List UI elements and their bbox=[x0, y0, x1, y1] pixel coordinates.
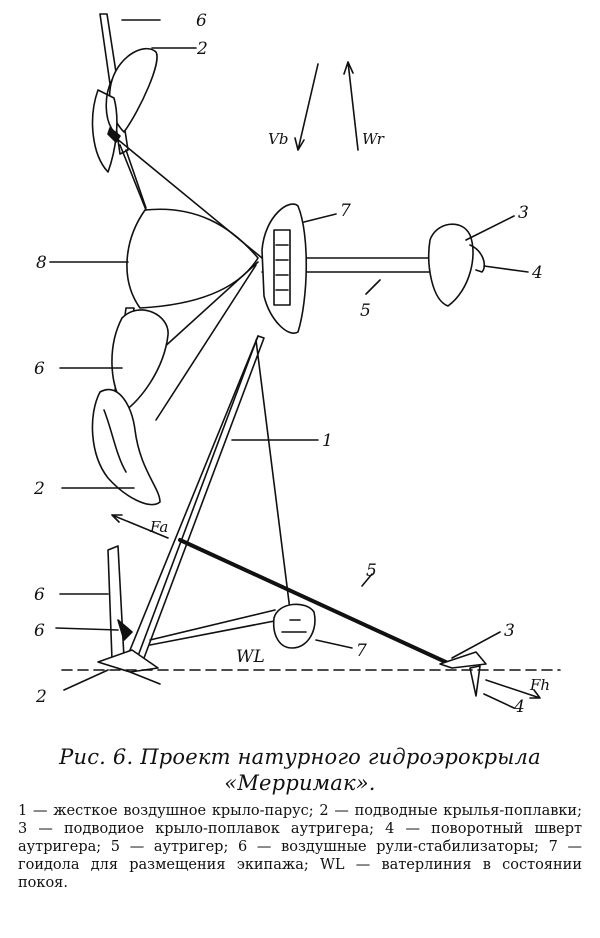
forestay bbox=[255, 339, 291, 611]
outrigger-float-side bbox=[439, 651, 487, 669]
outrigger-float-top bbox=[428, 223, 474, 307]
rigging-top bbox=[115, 137, 263, 421]
caption-legend: 1 — жесткое воздушное крыло-парус; 2 — п… bbox=[18, 803, 582, 891]
side-float-wing bbox=[97, 649, 159, 673]
label-1: 1 bbox=[322, 431, 333, 451]
fh-arrow bbox=[485, 679, 541, 699]
label-2-bot: 2 bbox=[35, 687, 47, 707]
label-4-top: 4 bbox=[531, 263, 543, 283]
side-stabilizer bbox=[107, 545, 125, 661]
label-6-top: 6 bbox=[196, 11, 207, 31]
figure-caption: Рис. 6. Проект натурного гидроэрокрыла «… bbox=[18, 744, 582, 892]
label-vb: Vb bbox=[268, 130, 288, 148]
label-fa: Fa bbox=[149, 518, 168, 536]
mid-float bbox=[111, 309, 169, 411]
central-hull bbox=[126, 208, 259, 309]
hydrofoil-diagram: 6 2 Vb Wr 8 7 3 4 5 6 1 2 Fa 5 6 6 3 WL … bbox=[33, 11, 561, 717]
label-5-top: 5 bbox=[360, 301, 371, 321]
label-wl: WL bbox=[236, 647, 265, 667]
fa-arrow bbox=[111, 514, 169, 539]
lower-float bbox=[91, 389, 161, 506]
label-3-top: 3 bbox=[518, 203, 529, 223]
label-6-bot1: 6 bbox=[34, 585, 45, 605]
label-3-bot: 3 bbox=[504, 621, 515, 641]
vb-arrow bbox=[294, 63, 319, 151]
leaders bbox=[49, 19, 529, 709]
label-wr: Wr bbox=[362, 130, 385, 148]
caption-title: Рис. 6. Проект натурного гидроэрокрыла «… bbox=[59, 745, 541, 795]
label-6-mid: 6 bbox=[34, 359, 45, 379]
label-6-bot2: 6 bbox=[34, 621, 45, 641]
label-8: 8 bbox=[36, 253, 47, 273]
gondola-top bbox=[261, 203, 308, 334]
top-float-lower bbox=[91, 89, 118, 173]
label-2-mid: 2 bbox=[33, 479, 45, 499]
label-7-top: 7 bbox=[340, 201, 351, 221]
wr-arrow bbox=[343, 61, 359, 151]
label-5-bot: 5 bbox=[366, 561, 377, 581]
label-fh: Fh bbox=[529, 676, 550, 694]
outrigger-beam-side bbox=[178, 538, 452, 666]
label-4-bot: 4 bbox=[513, 697, 525, 717]
outrigger-fin bbox=[469, 665, 481, 697]
gondola-side bbox=[272, 603, 316, 649]
label-2-top: 2 bbox=[196, 39, 208, 59]
label-7-bot: 7 bbox=[356, 641, 367, 661]
